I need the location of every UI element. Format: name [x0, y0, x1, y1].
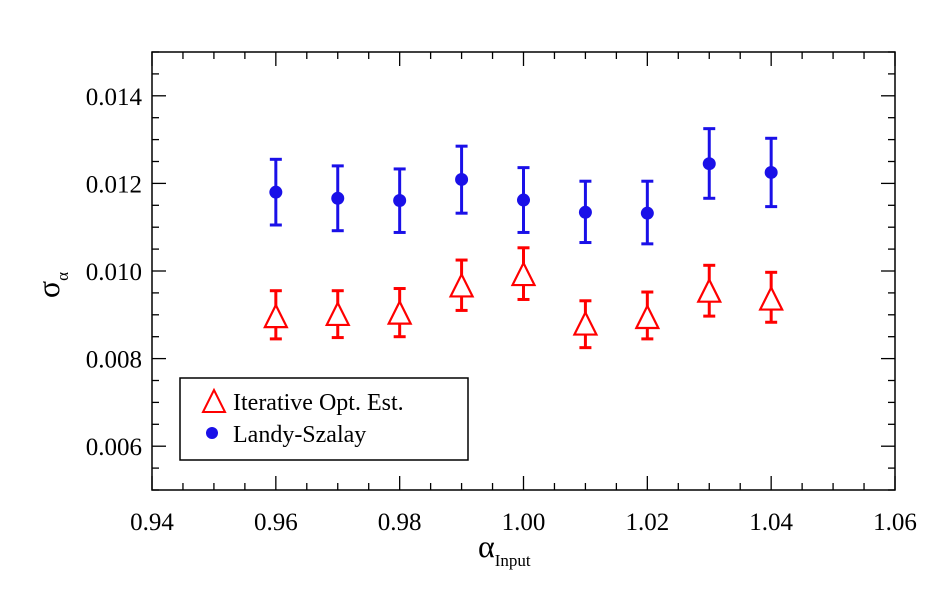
data-point-triangle [263, 302, 289, 329]
legend: Iterative Opt. Est. Landy-Szalay [179, 377, 469, 461]
y-tick-labels: 0.006 0.008 0.010 0.012 0.014 [86, 84, 143, 461]
data-point-triangle [572, 310, 599, 336]
legend-circle-marker [206, 427, 218, 439]
x-axis-label: αInput [478, 528, 531, 570]
x-axis-label-main: α [478, 528, 495, 564]
y-tick-label: 0.014 [86, 84, 143, 111]
x-axis-label-sub: Input [495, 551, 531, 570]
x-tick-label: 1.04 [749, 509, 793, 536]
data-point-circle [393, 193, 407, 207]
y-tick-label: 0.008 [86, 347, 142, 374]
data-point-circle [578, 205, 592, 219]
data-point-circle [269, 185, 283, 199]
data-point-triangle [696, 277, 723, 303]
y-axis-label: σα [30, 272, 72, 298]
series-iterative-opt-est [263, 246, 784, 350]
x-tick-label: 0.94 [130, 509, 174, 536]
x-tick-label: 1.02 [625, 509, 669, 536]
x-tick-label: 1.06 [873, 509, 917, 536]
legend-label-landy-szalay: Landy-Szalay [233, 422, 366, 448]
x-tick-label: 1.00 [502, 509, 546, 536]
series-landy-szalay [269, 127, 778, 246]
data-point-circle [331, 191, 345, 205]
data-point-triangle [634, 303, 661, 330]
legend-triangle-marker [201, 387, 227, 413]
data-point-triangle [386, 299, 413, 325]
data-point-triangle [510, 260, 537, 287]
y-axis-label-main: σ [30, 281, 66, 298]
data-point-triangle [758, 285, 784, 311]
x-tick-label: 0.96 [254, 509, 298, 536]
y-tick-label: 0.010 [86, 259, 142, 286]
data-point-circle [764, 165, 778, 179]
y-tick-label: 0.012 [86, 171, 142, 198]
y-tick-label: 0.006 [86, 434, 142, 461]
ticks [151, 51, 896, 491]
y-axis-label-sub: α [53, 272, 72, 281]
legend-box [179, 377, 469, 461]
x-tick-label: 0.98 [378, 509, 422, 536]
legend-label-iterative: Iterative Opt. Est. [233, 390, 404, 416]
data-point-triangle [324, 300, 351, 327]
data-point-circle [517, 193, 530, 207]
data-point-circle [702, 157, 716, 171]
data-point-triangle [448, 271, 475, 298]
data-point-circle [455, 172, 469, 186]
x-tick-labels: 0.94 0.96 0.98 1.00 1.02 1.04 1.06 [130, 509, 917, 536]
data-point-circle [640, 206, 654, 220]
